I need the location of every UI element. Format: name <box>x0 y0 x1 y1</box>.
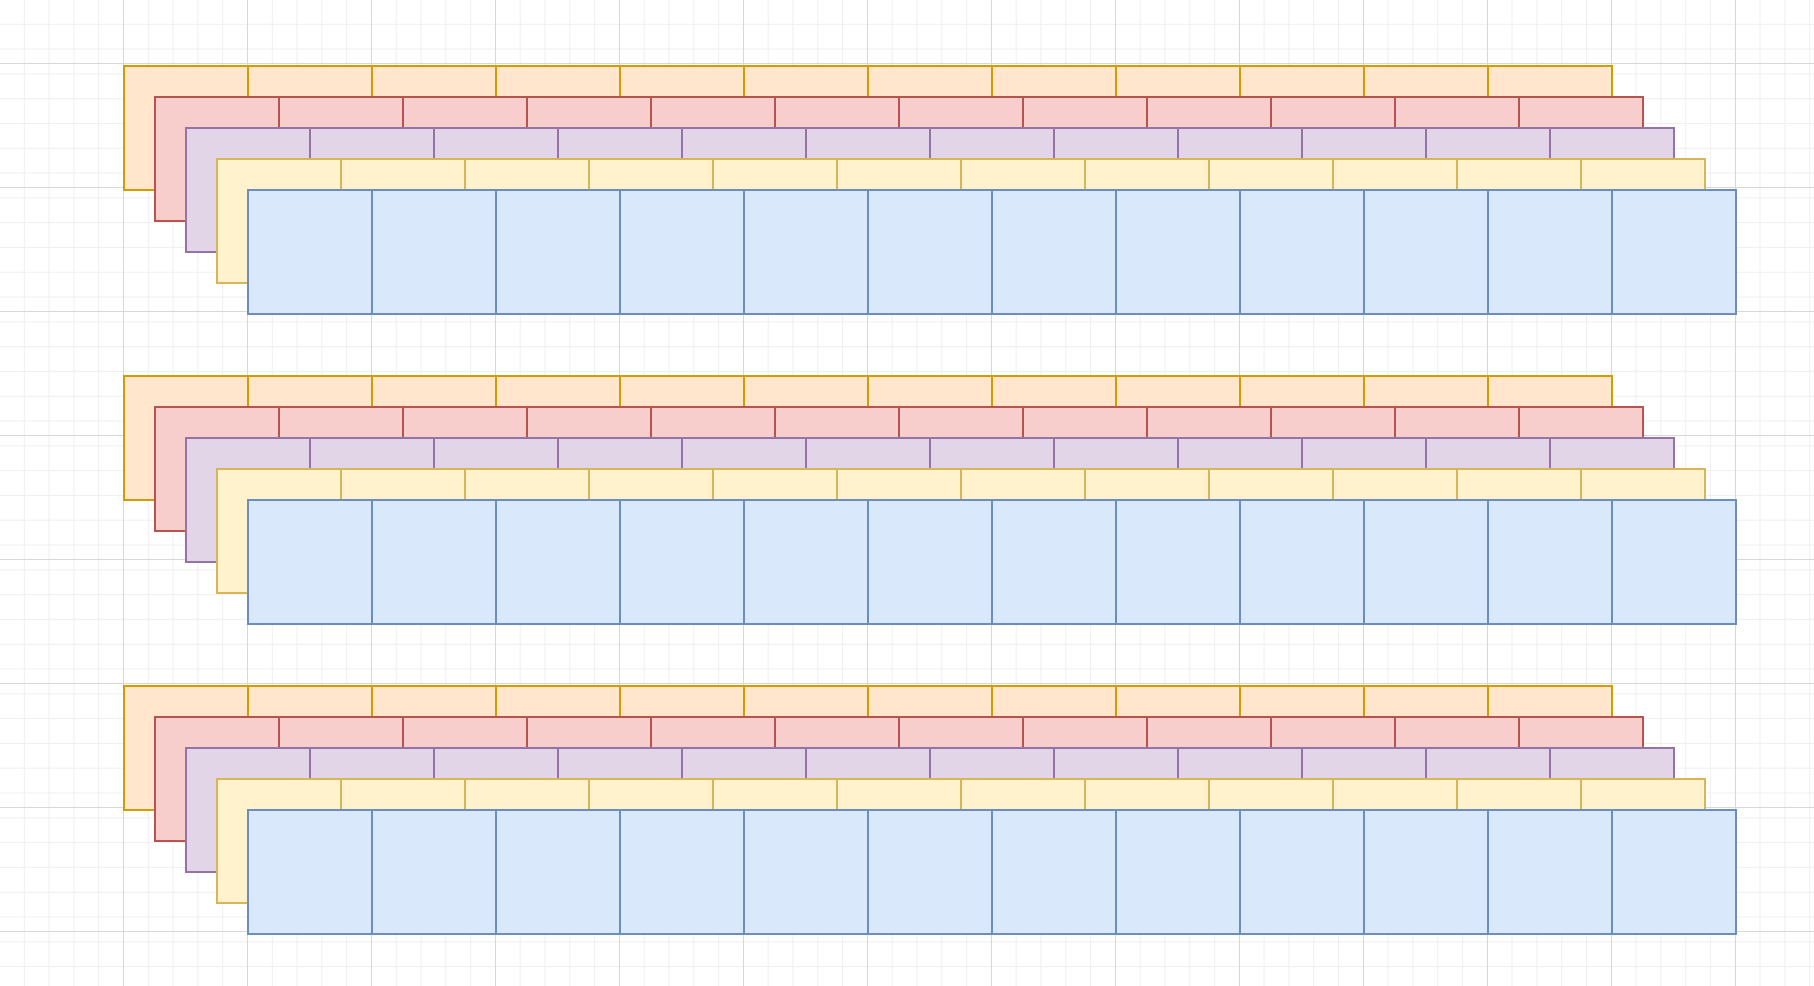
cell-blue-9 <box>1239 189 1365 315</box>
cell-blue-11 <box>1487 499 1613 625</box>
cell-stack-2 <box>123 375 1737 625</box>
cell-blue-7 <box>991 189 1117 315</box>
layer-blue <box>247 499 1737 625</box>
cell-blue-6 <box>867 499 993 625</box>
layer-blue <box>247 809 1737 935</box>
cell-blue-5 <box>743 809 869 935</box>
cell-blue-11 <box>1487 189 1613 315</box>
cell-blue-12 <box>1611 189 1737 315</box>
cell-blue-4 <box>619 809 745 935</box>
cell-blue-8 <box>1115 499 1241 625</box>
cell-blue-12 <box>1611 499 1737 625</box>
cell-blue-5 <box>743 499 869 625</box>
cell-blue-8 <box>1115 189 1241 315</box>
cell-blue-3 <box>495 189 621 315</box>
cell-blue-11 <box>1487 809 1613 935</box>
cell-blue-1 <box>247 809 373 935</box>
cell-blue-3 <box>495 499 621 625</box>
cell-stack-3 <box>123 685 1737 935</box>
cell-blue-1 <box>247 189 373 315</box>
cell-blue-10 <box>1363 499 1489 625</box>
cell-blue-2 <box>371 499 497 625</box>
cell-blue-7 <box>991 809 1117 935</box>
cell-blue-3 <box>495 809 621 935</box>
cell-blue-1 <box>247 499 373 625</box>
cell-blue-9 <box>1239 809 1365 935</box>
cell-blue-4 <box>619 189 745 315</box>
cell-blue-10 <box>1363 189 1489 315</box>
cell-blue-2 <box>371 809 497 935</box>
cell-blue-4 <box>619 499 745 625</box>
layer-blue <box>247 189 1737 315</box>
cell-blue-8 <box>1115 809 1241 935</box>
cell-blue-7 <box>991 499 1117 625</box>
cell-blue-6 <box>867 809 993 935</box>
cell-blue-6 <box>867 189 993 315</box>
cell-blue-12 <box>1611 809 1737 935</box>
cell-stack-1 <box>123 65 1737 315</box>
cell-blue-9 <box>1239 499 1365 625</box>
cell-blue-2 <box>371 189 497 315</box>
cell-blue-5 <box>743 189 869 315</box>
cell-blue-10 <box>1363 809 1489 935</box>
